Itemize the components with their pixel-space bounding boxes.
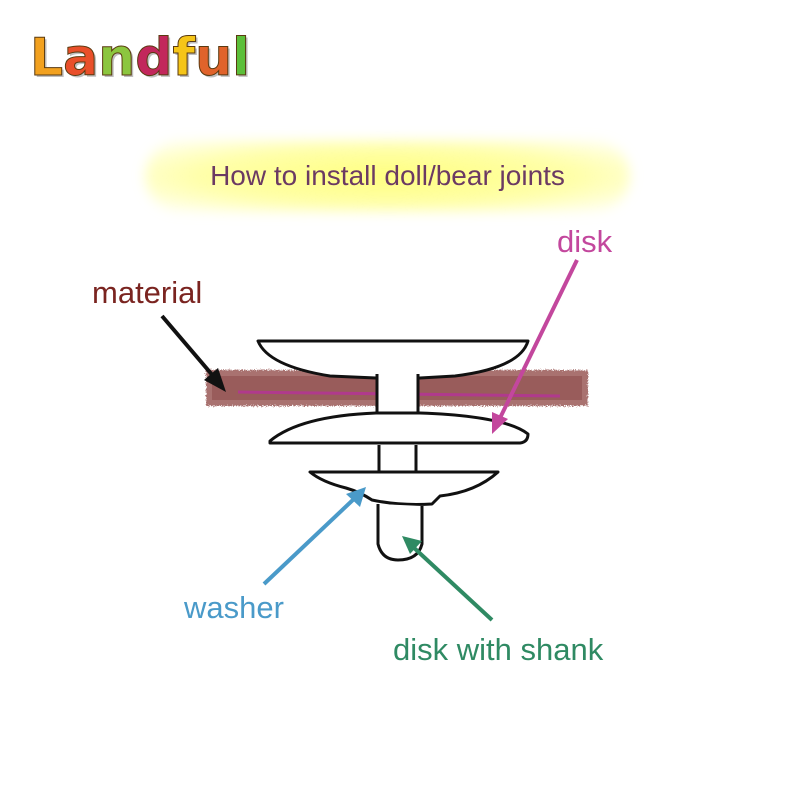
logo-letter: d xyxy=(135,28,173,88)
landful-logo: L a n d f u l xyxy=(29,26,251,88)
shank-arrow xyxy=(402,536,494,622)
washer-label: washer xyxy=(184,590,284,625)
logo-letter: a xyxy=(63,28,99,88)
disk-arrow xyxy=(492,259,579,434)
disk-label: disk xyxy=(557,224,613,259)
logo-letter: l xyxy=(232,28,251,88)
diagram-title: How to install doll/bear joints xyxy=(210,160,565,191)
logo-letter: u xyxy=(195,28,233,88)
logo-letter: n xyxy=(98,28,136,88)
disk-with-shank-label: disk with shank xyxy=(393,632,604,667)
title-highlight xyxy=(145,140,630,212)
inner-disk xyxy=(268,411,530,445)
logo-letter: L xyxy=(29,28,64,88)
material-label: material xyxy=(92,275,203,310)
shaft-lower xyxy=(379,445,417,471)
washer xyxy=(308,470,500,506)
material-arrow xyxy=(160,314,226,392)
logo-letter: f xyxy=(172,28,196,88)
washer-arrow xyxy=(262,487,366,586)
top-disk xyxy=(256,339,530,380)
